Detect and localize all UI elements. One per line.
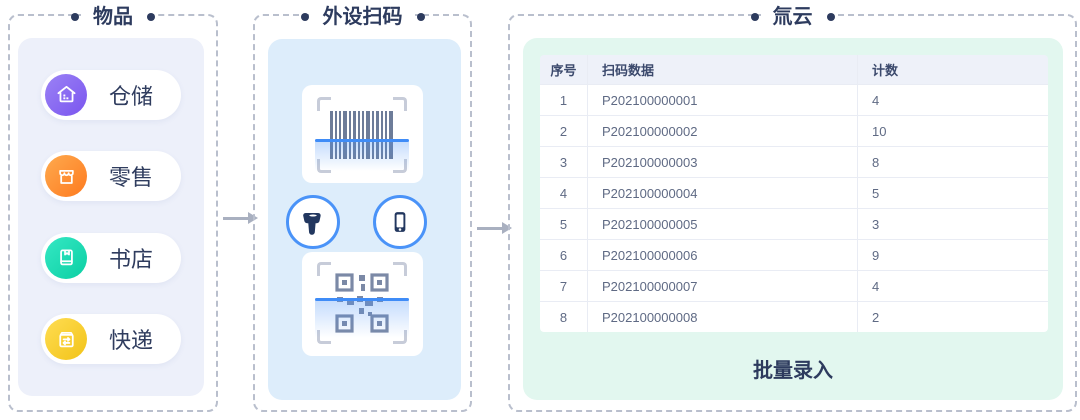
flow-arrow-icon — [223, 212, 258, 224]
cell-index: 1 — [540, 85, 588, 115]
column-header-scan-data: 扫码数据 — [588, 55, 858, 84]
list-item-label: 快递 — [109, 328, 154, 354]
list-item-warehouse: 仓储 — [41, 69, 181, 120]
list-item-bookstore: 书店 — [41, 232, 181, 283]
barcode-card — [302, 85, 423, 183]
panel-cloud: 氚云 序号 扫码数据 计数 1 P202100000001 4 2 P20210… — [508, 0, 1077, 412]
cell-scan-data: P202100000007 — [588, 271, 858, 301]
qrcode-card — [302, 252, 423, 356]
table-row: 2 P202100000002 10 — [540, 115, 1048, 146]
panel-scan-title: 外设扫码 — [300, 0, 425, 34]
cell-scan-data: P202100000005 — [588, 209, 858, 239]
scan-line — [315, 139, 409, 142]
scanner-gun-icon — [286, 195, 340, 249]
panel-items: 物品 仓储 — [8, 0, 218, 412]
panel-cloud-title: 氚云 — [750, 0, 835, 34]
scan-frame-icon — [315, 262, 409, 344]
cell-count: 4 — [872, 278, 880, 294]
cell-index: 4 — [540, 178, 588, 208]
cell-scan-data: P202100000008 — [588, 302, 858, 332]
list-item-label: 零售 — [109, 165, 154, 191]
cell-count: 10 — [872, 123, 887, 139]
cell-scan-data: P202100000002 — [588, 116, 858, 146]
cell-count: 9 — [872, 247, 880, 263]
storefront-icon — [45, 155, 87, 198]
barcode-icon — [330, 111, 393, 159]
table-header-row: 序号 扫码数据 计数 — [540, 55, 1048, 84]
cell-count: 3 — [872, 216, 880, 232]
cell-count: 5 — [872, 185, 880, 201]
smartphone-icon — [373, 195, 427, 249]
title-dot-icon — [826, 13, 835, 21]
scan-line — [315, 298, 409, 301]
cell-index: 2 — [540, 116, 588, 146]
list-item-label: 仓储 — [109, 83, 154, 109]
flow-arrow-icon — [477, 222, 512, 234]
table-row: 8 P202100000008 2 — [540, 301, 1048, 332]
batch-entry-label: 批量录入 — [753, 360, 833, 382]
panel-scan-title-label: 外设扫码 — [310, 0, 415, 34]
scan-data-table: 序号 扫码数据 计数 1 P202100000001 4 2 P20210000… — [540, 55, 1048, 332]
title-dot-icon — [300, 13, 309, 21]
cell-count: 2 — [872, 309, 880, 325]
cell-count: 4 — [872, 92, 880, 108]
title-dot-icon — [71, 13, 79, 21]
table-row: 7 P202100000007 4 — [540, 270, 1048, 301]
warehouse-icon — [45, 73, 87, 116]
title-dot-icon — [750, 13, 759, 21]
panel-items-title: 物品 — [71, 0, 155, 34]
scan-frame-icon — [315, 97, 409, 173]
panel-cloud-title-label: 氚云 — [760, 0, 825, 34]
cell-scan-data: P202100000004 — [588, 178, 858, 208]
table-row: 6 P202100000006 9 — [540, 239, 1048, 270]
cell-index: 5 — [540, 209, 588, 239]
cloud-panel: 序号 扫码数据 计数 1 P202100000001 4 2 P20210000… — [523, 38, 1063, 400]
cell-scan-data: P202100000006 — [588, 240, 858, 270]
cell-scan-data: P202100000001 — [588, 85, 858, 115]
column-header-index: 序号 — [540, 55, 588, 84]
table-row: 4 P202100000004 5 — [540, 177, 1048, 208]
title-dot-icon — [416, 13, 425, 21]
table-row: 5 P202100000005 3 — [540, 208, 1048, 239]
panel-scan: 外设扫码 — [253, 0, 472, 412]
cell-count: 8 — [872, 154, 880, 170]
items-list: 仓储 零售 书店 — [18, 38, 204, 396]
column-header-count: 计数 — [872, 63, 899, 78]
table-row: 3 P202100000003 8 — [540, 146, 1048, 177]
cell-index: 3 — [540, 147, 588, 177]
title-dot-icon — [147, 13, 155, 21]
scan-glow — [315, 141, 409, 171]
scan-illustration — [268, 39, 461, 400]
panel-items-title-label: 物品 — [81, 0, 145, 34]
table-row: 1 P202100000001 4 — [540, 84, 1048, 115]
cell-index: 7 — [540, 271, 588, 301]
parcel-exchange-icon — [45, 318, 87, 361]
scan-glow — [315, 300, 409, 338]
cell-index: 6 — [540, 240, 588, 270]
list-item-express: 快递 — [41, 314, 181, 365]
book-icon — [45, 236, 87, 279]
cell-scan-data: P202100000003 — [588, 147, 858, 177]
list-item-label: 书店 — [109, 246, 154, 272]
list-item-retail: 零售 — [41, 151, 181, 202]
cell-index: 8 — [540, 302, 588, 332]
